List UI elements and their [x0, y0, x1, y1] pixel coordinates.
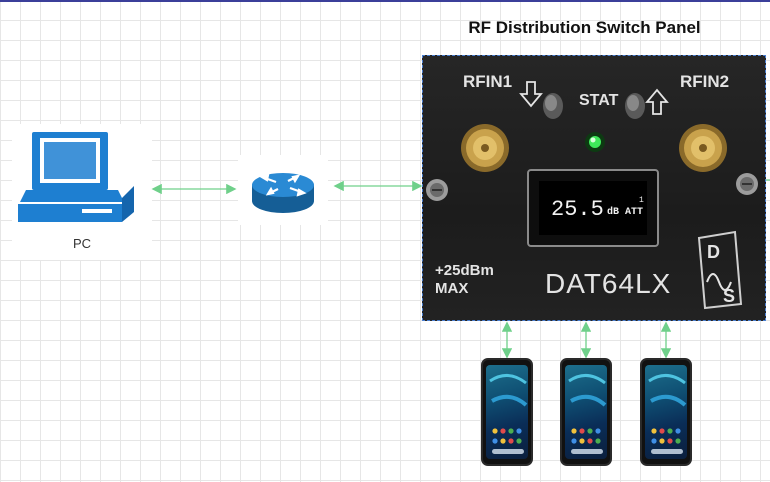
max-power-label: +25dBm MAX — [435, 262, 495, 298]
attenuation-value: 25.5 — [551, 197, 604, 222]
pc-icon — [18, 132, 134, 222]
arrow-up-icon — [645, 88, 669, 115]
phone-home-screen — [568, 374, 607, 454]
attenuation-display: 25.5 dB ATT 1 — [527, 169, 659, 247]
left-push-button — [543, 93, 563, 119]
router-icon — [252, 173, 314, 213]
display-screen: 25.5 dB ATT 1 — [539, 181, 647, 235]
phone-3[interactable] — [640, 358, 692, 466]
right-screw — [736, 173, 758, 195]
rf-switch-panel[interactable]: RFIN1 RFIN2 STAT — [422, 55, 766, 321]
rf-in-2-label: RFIN2 — [680, 72, 730, 91]
pc-node[interactable] — [12, 124, 152, 260]
stat-label: STAT — [579, 92, 619, 109]
phone-screen — [486, 365, 528, 459]
svg-text:D: D — [707, 242, 720, 262]
pc-label: PC — [72, 236, 92, 251]
left-screw — [426, 179, 448, 201]
router-node[interactable] — [238, 155, 328, 225]
manufacturer-logo: D S — [697, 230, 743, 310]
phone-screen — [645, 365, 687, 459]
phone-screen — [565, 365, 607, 459]
phone-2[interactable] — [560, 358, 612, 466]
status-led — [585, 132, 605, 152]
model-name: DAT64LX — [545, 268, 672, 299]
rf-in-2-connector — [679, 124, 727, 172]
panel-hardware: D S — [426, 81, 758, 310]
attenuation-unit: dB ATT — [607, 207, 644, 218]
right-push-button — [625, 93, 645, 119]
phone-home-screen — [648, 374, 687, 454]
phone-home-screen — [489, 374, 528, 454]
rf-in-1-connector — [461, 124, 509, 172]
rf-in-1-label: RFIN1 — [463, 72, 513, 91]
window-top-border — [0, 0, 770, 2]
phone-1[interactable] — [481, 358, 533, 466]
max-power-value: +25dBm — [435, 262, 494, 279]
svg-text:S: S — [723, 286, 735, 306]
arrow-down-icon — [519, 81, 543, 108]
max-power-suffix: MAX — [435, 280, 469, 297]
diagram-title: RF Distribution Switch Panel — [468, 18, 701, 37]
channel-indicator: 1 — [639, 196, 644, 205]
